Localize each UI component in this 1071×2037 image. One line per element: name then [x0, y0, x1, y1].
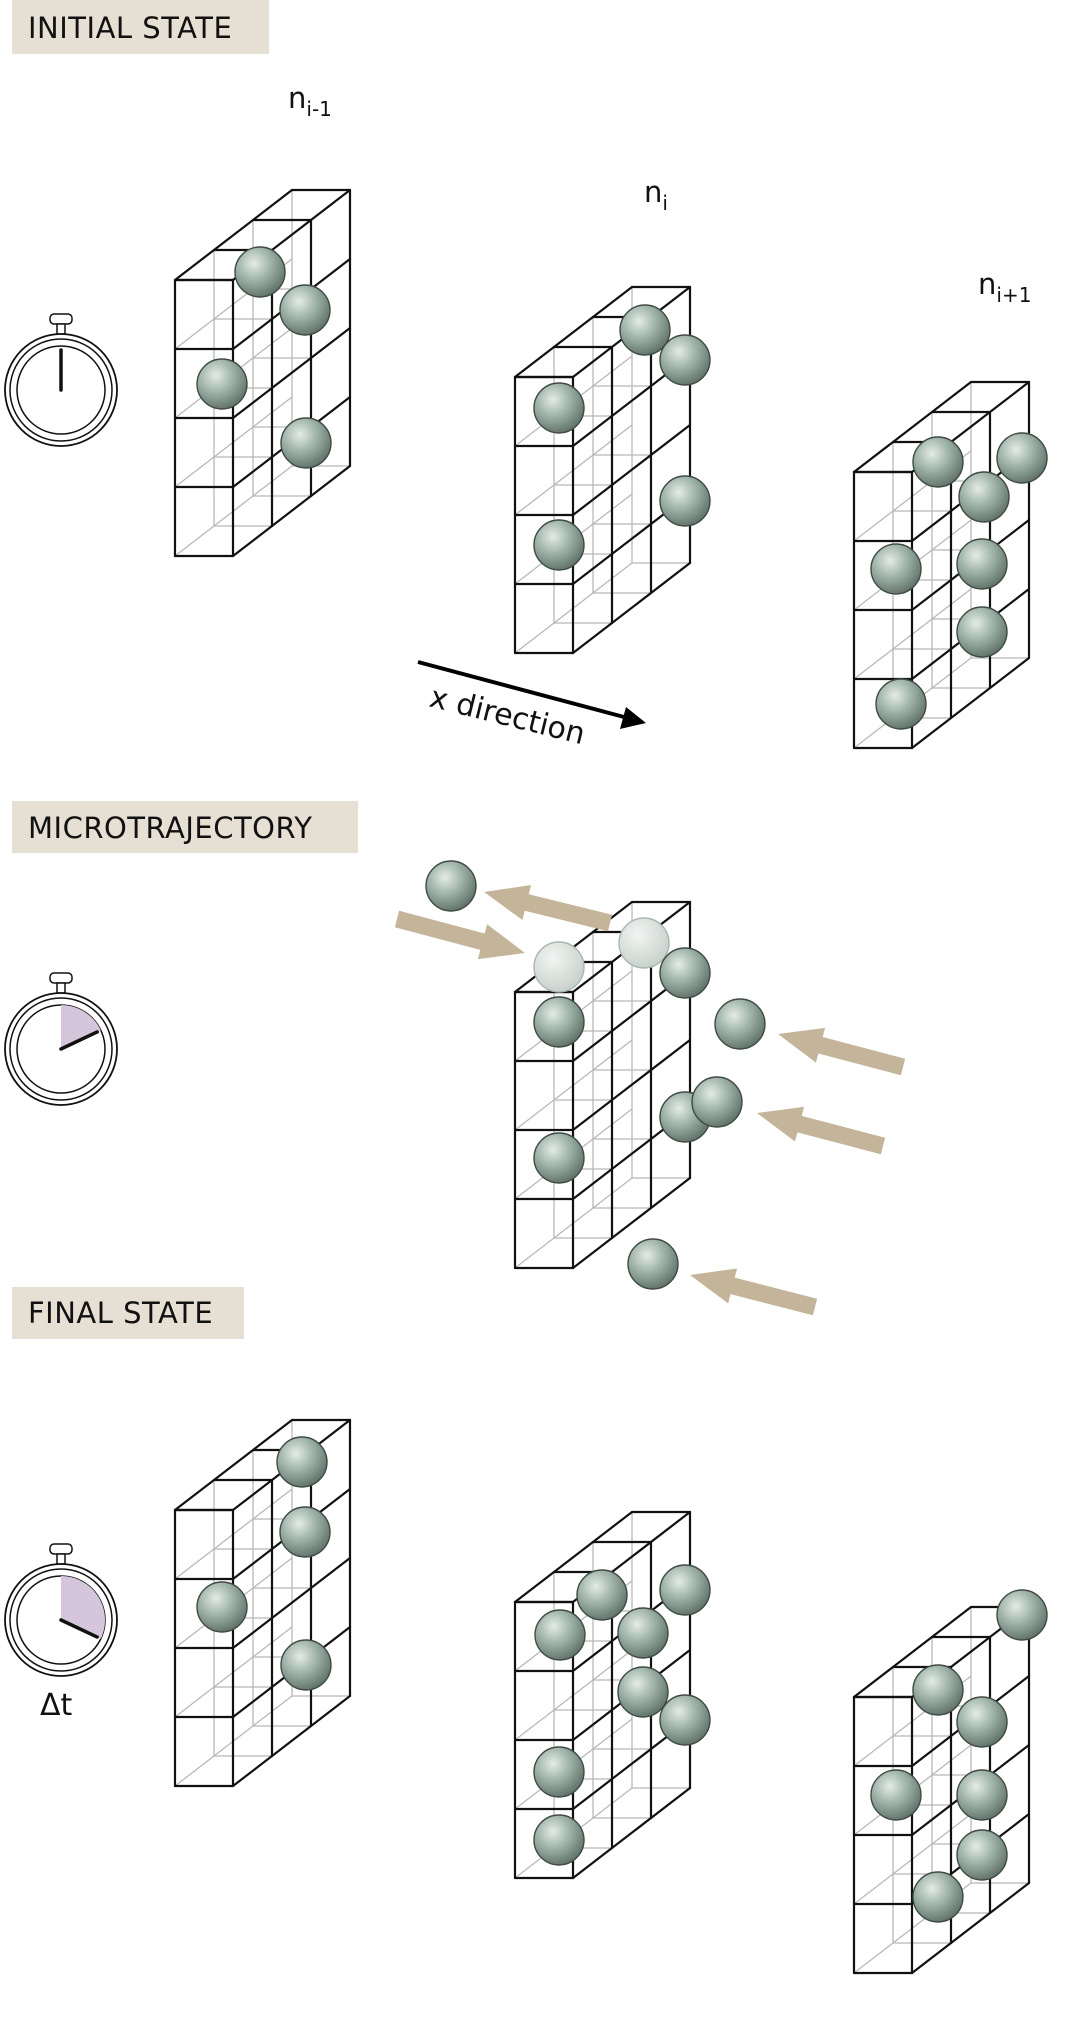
- particle-sphere-icon: [659, 1694, 711, 1746]
- arrow-leftward-right-upper: [778, 1027, 906, 1076]
- particle-sphere-icon: [956, 538, 1008, 590]
- particle-sphere-icon: [576, 1569, 628, 1621]
- final-state-label: FINAL STATE: [12, 1287, 244, 1339]
- particle-sphere-icon: [870, 543, 922, 595]
- particle-sphere-icon: [196, 1581, 248, 1633]
- particle-sphere-icon: [280, 417, 332, 469]
- particle-sphere-icon: [534, 1609, 586, 1661]
- particle-sphere-icon: [276, 1436, 328, 1488]
- column-label-i: ni: [644, 175, 668, 215]
- particle-sphere-icon: [533, 1746, 585, 1798]
- particle-sphere-icon: [956, 606, 1008, 658]
- particle-sphere-icon: [619, 304, 671, 356]
- svg-text:x direction: x direction: [426, 680, 589, 752]
- particle-sphere-icon: [996, 1589, 1048, 1641]
- initial-state-label: INITIAL STATE: [12, 0, 269, 54]
- particle-sphere-icon: [425, 860, 477, 912]
- particle-sphere-icon: [196, 358, 248, 410]
- svg-text:MICROTRAJECTORY: MICROTRAJECTORY: [28, 811, 313, 845]
- particle-sphere-icon: [875, 678, 927, 730]
- particle-sphere-icon: [912, 1664, 964, 1716]
- particle-sphere-icon: [533, 1814, 585, 1866]
- stopwatch-icon-final: [4, 1543, 118, 1677]
- svg-text:INITIAL STATE: INITIAL STATE: [28, 11, 232, 45]
- particle-sphere-icon: [956, 1829, 1008, 1881]
- particle-sphere-icon: [617, 1666, 669, 1718]
- particle-sphere-icon: [234, 246, 286, 298]
- particle-sphere-icon: [618, 917, 670, 969]
- x-direction-arrow: x direction: [417, 660, 646, 752]
- arrow-leftward-top: [484, 885, 613, 932]
- particle-sphere-icon: [958, 471, 1010, 523]
- arrow-leftward-bottom: [690, 1268, 818, 1316]
- particle-sphere-icon: [533, 996, 585, 1048]
- arrow-rightward-left: [394, 910, 525, 960]
- particle-sphere-icon: [617, 1607, 669, 1659]
- particle-sphere-icon: [279, 284, 331, 336]
- particle-sphere-icon: [279, 1506, 331, 1558]
- column-label-i-plus-1: ni+1: [978, 267, 1031, 307]
- particle-sphere-icon: [691, 1076, 743, 1128]
- particle-sphere-icon: [714, 998, 766, 1050]
- particle-sphere-icon: [870, 1769, 922, 1821]
- delta-t-label: Δt: [40, 1688, 73, 1723]
- particle-sphere-icon: [659, 475, 711, 527]
- column-label-i-minus-1: ni-1: [288, 81, 332, 121]
- particle-sphere-icon: [956, 1769, 1008, 1821]
- particle-sphere-icon: [659, 334, 711, 386]
- particle-sphere-icon: [659, 1564, 711, 1616]
- particle-sphere-icon: [533, 1132, 585, 1184]
- particle-sphere-icon: [996, 432, 1048, 484]
- particle-sphere-icon: [533, 382, 585, 434]
- stopwatch-icon-microtrajectory: [4, 972, 118, 1106]
- microtrajectory-label: MICROTRAJECTORY: [12, 801, 358, 853]
- particle-sphere-icon: [659, 947, 711, 999]
- particle-sphere-icon: [280, 1639, 332, 1691]
- svg-text:FINAL STATE: FINAL STATE: [28, 1296, 213, 1330]
- particle-sphere-icon: [627, 1238, 679, 1290]
- stopwatch-icon-initial: [4, 313, 118, 447]
- particle-sphere-icon: [533, 519, 585, 571]
- particle-sphere-icon: [912, 1871, 964, 1923]
- particle-sphere-icon: [956, 1696, 1008, 1748]
- arrow-leftward-right-middle: [757, 1106, 886, 1155]
- particle-sphere-icon: [912, 436, 964, 488]
- particle-sphere-icon: [533, 941, 585, 993]
